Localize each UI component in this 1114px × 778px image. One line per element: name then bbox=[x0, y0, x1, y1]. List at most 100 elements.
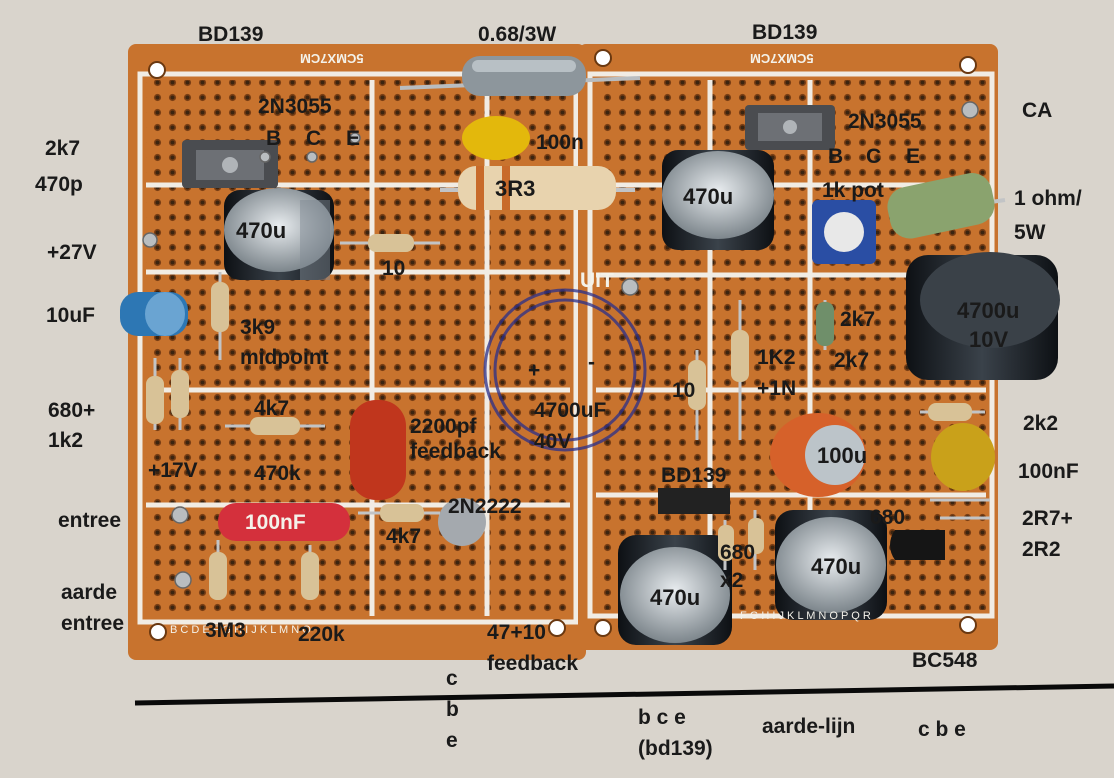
label-470p: 470p bbox=[35, 173, 83, 196]
label-minus: - bbox=[588, 351, 595, 374]
label-3k9: 3k9 bbox=[240, 316, 276, 339]
label-bce-line1: b c e bbox=[638, 706, 686, 729]
label-bce-bd139: b c e (bd139) bbox=[638, 705, 713, 761]
capacitor-470u-bottom-left bbox=[618, 535, 732, 645]
label-c-left: C bbox=[306, 127, 322, 150]
label-b-left: B bbox=[266, 127, 282, 150]
label-2k7-a: 2k7 bbox=[45, 137, 81, 160]
label-e-left: E bbox=[346, 127, 361, 150]
label-4700u-line1: 4700u bbox=[957, 298, 1020, 323]
label-470u-bottom-left: 470u bbox=[650, 585, 701, 610]
label-680-1k2: 680+ 1k2 bbox=[48, 398, 95, 453]
label-1k-pot: 1k pot bbox=[822, 179, 884, 202]
label-aarde-line1: aarde bbox=[61, 581, 118, 604]
capacitor-470u-top-left bbox=[224, 188, 334, 280]
label-entree: entree bbox=[58, 509, 122, 532]
label-2200pf-line2: feedback bbox=[410, 440, 502, 463]
label-470u-top-right: 470u bbox=[683, 184, 734, 209]
label-c-right: C bbox=[866, 145, 882, 168]
transistor-2n2222 bbox=[438, 498, 486, 546]
label-680-1k2-line1: 680+ bbox=[48, 399, 96, 422]
label-2k7-c: 2k7 bbox=[834, 349, 870, 372]
label-bce-line2: (bd139) bbox=[638, 737, 713, 760]
label-3m3: 3M3 bbox=[205, 619, 246, 642]
label-680-x2: 680 x2 bbox=[720, 540, 755, 593]
label-bd139-mid: BD139 bbox=[661, 464, 727, 487]
label-ca: CA bbox=[1022, 99, 1053, 122]
label-aarde-lijn: aarde-lijn bbox=[762, 715, 856, 738]
label-220k: 220k bbox=[298, 623, 345, 646]
label-4700u-10v: 4700u 10V bbox=[957, 298, 1019, 352]
label-1-ohm-5w: 1 ohm/ 5W bbox=[1014, 186, 1082, 245]
label-2k7-b: 2k7 bbox=[840, 308, 876, 331]
label-10-b: 10 bbox=[672, 379, 696, 402]
label-bd139-right: BD139 bbox=[752, 21, 818, 44]
label-1-ohm-line1: 1 ohm/ bbox=[1014, 187, 1082, 210]
board-columns-left: B C D E F G H I J K L M N O bbox=[170, 624, 311, 636]
capacitor-2200pf bbox=[350, 400, 406, 500]
label-680-x2-line1: 680 bbox=[720, 541, 756, 564]
capacitor-10uf bbox=[120, 292, 188, 336]
transistor-bc548 bbox=[890, 530, 945, 560]
label-680-1k2-line2: 1k2 bbox=[48, 429, 84, 452]
label-cbe-b: b bbox=[446, 698, 459, 721]
label-680: 680 bbox=[870, 506, 906, 529]
resistor-3r3 bbox=[440, 166, 635, 210]
label-47-line2: feedback bbox=[487, 652, 579, 675]
label-2k2: 2k2 bbox=[1023, 412, 1059, 435]
transistor-bd139 bbox=[658, 488, 730, 514]
label-midpoint: midpoint bbox=[240, 346, 329, 369]
label-4700u-line2: 10V bbox=[969, 327, 1009, 352]
label-2n2222: 2N2222 bbox=[448, 495, 522, 518]
label-plus: + bbox=[528, 359, 541, 382]
label-1k2-line2: +1N bbox=[757, 377, 797, 400]
label-10-a: 10 bbox=[382, 257, 406, 280]
label-b-right: B bbox=[828, 145, 844, 168]
label-3r3: 3R3 bbox=[495, 176, 536, 201]
terminal-pins bbox=[142, 101, 979, 589]
label-uit: UIT bbox=[580, 269, 614, 292]
board-code-right: 5CMX7CM bbox=[750, 51, 814, 66]
transistor-2n3055-left bbox=[182, 140, 278, 188]
label-4k7-a: 4k7 bbox=[254, 397, 290, 420]
label-680-x2-line2: x2 bbox=[720, 569, 744, 592]
label-e-right: E bbox=[906, 145, 921, 168]
label-470u-top-left: 470u bbox=[236, 218, 287, 243]
transistor-2n3055-right bbox=[745, 105, 835, 150]
label-4k7-b: 4k7 bbox=[386, 525, 422, 548]
resistor-bodies bbox=[146, 234, 972, 600]
label-470k: 470k bbox=[254, 462, 301, 485]
label-aarde-line2: entree bbox=[61, 612, 125, 635]
capacitor-100nf-right bbox=[931, 423, 995, 491]
label-plus-17v: +17V bbox=[148, 459, 198, 482]
ground-line bbox=[134, 683, 1114, 706]
label-2200pf-line1: 2200pf bbox=[410, 415, 477, 438]
label-100n: 100n bbox=[536, 131, 584, 154]
label-plus-27v: +27V bbox=[47, 241, 97, 264]
capacitor-470u-bottom-right bbox=[775, 510, 887, 620]
resistor-0.68-3w bbox=[399, 56, 641, 96]
label-1-ohm-line2: 5W bbox=[1014, 221, 1046, 244]
label-100nf-red: 100nF bbox=[245, 511, 306, 534]
label-10uf: 10uF bbox=[46, 304, 96, 327]
resistor-1ohm-5w bbox=[887, 173, 1006, 239]
label-aarde-entree: aarde entree bbox=[61, 580, 124, 636]
label-2n3055-left: 2N3055 bbox=[258, 95, 332, 118]
label-2200pf: 2200pf feedback bbox=[410, 414, 501, 464]
label-2n3055-right: 2N3055 bbox=[848, 110, 922, 133]
label-4700uf-line2: 40V bbox=[534, 430, 572, 453]
label-1k2-1n: 1K2 +1N bbox=[757, 345, 796, 401]
label-470u-bottom-right: 470u bbox=[811, 554, 862, 579]
label-2r7-line1: 2R7+ bbox=[1022, 507, 1073, 530]
label-47-line1: 47+10 bbox=[487, 621, 546, 644]
label-4700uf-line1: 4700uF bbox=[534, 399, 607, 422]
label-cbe-e: e bbox=[446, 729, 458, 752]
label-bd139-left: BD139 bbox=[198, 23, 264, 46]
capacitor-100u bbox=[770, 413, 866, 497]
label-cbe-c: c bbox=[446, 667, 458, 690]
label-1k2-line1: 1K2 bbox=[757, 346, 796, 369]
capacitor-4700u-10v bbox=[906, 252, 1060, 380]
capacitor-100nf-red bbox=[218, 503, 350, 541]
label-100nf-right: 100nF bbox=[1018, 460, 1079, 483]
